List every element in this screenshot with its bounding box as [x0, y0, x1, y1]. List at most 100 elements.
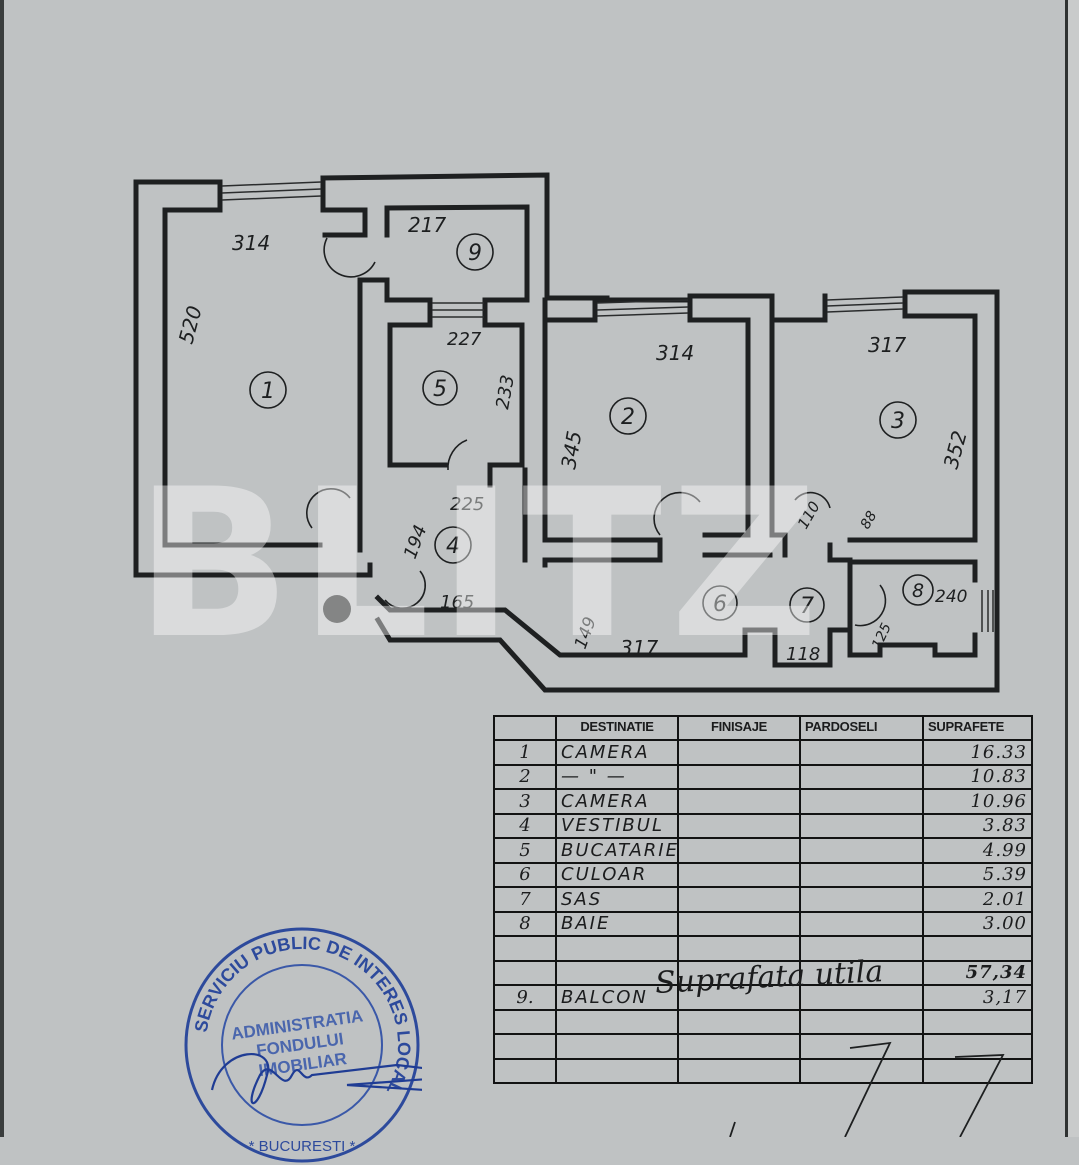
row-pardoseli [799, 812, 924, 839]
row-nr [493, 1008, 557, 1035]
dimension-label: 118 [786, 644, 820, 665]
room-number: 1 [261, 379, 275, 404]
row-nr [493, 935, 557, 962]
room-number: 5 [433, 377, 447, 402]
dimension-label: 225 [450, 494, 484, 515]
row-nr: 3 [493, 788, 557, 815]
row-pardoseli [799, 763, 924, 790]
dimension-label: 88 [858, 508, 881, 532]
room-number: 4 [446, 534, 460, 559]
row-finisaje [677, 861, 801, 888]
table-row [493, 1008, 1033, 1035]
row-destinatie: CAMERA [555, 788, 679, 815]
row-nr: 5 [493, 837, 557, 864]
row-destinatie: VESTIBUL [555, 812, 679, 839]
dimension-label: 217 [408, 213, 446, 237]
row-finisaje [677, 837, 801, 864]
row-destinatie [555, 1057, 679, 1084]
row-suprafete: 10.83 [922, 763, 1033, 790]
dimension-label: 165 [440, 592, 474, 613]
row-finisaje [677, 886, 801, 913]
header-destinatie: DESTINATIE [555, 715, 679, 741]
total-area-value: 57,34 [922, 959, 1033, 986]
row-destinatie [555, 959, 679, 986]
row-suprafete: 3.83 [922, 812, 1033, 839]
row-finisaje [677, 763, 801, 790]
row-nr: 6 [493, 861, 557, 888]
row-suprafete: 2.01 [922, 886, 1033, 913]
row-destinatie: CAMERA [555, 739, 679, 766]
row-suprafete: 4.99 [922, 837, 1033, 864]
row-destinatie [555, 935, 679, 962]
official-stamp: SERVICIU PUBLIC DE INTERES LOCAL * BUCUR… [184, 927, 422, 1163]
dimension-label: 352 [939, 428, 972, 471]
row-nr [493, 1033, 557, 1060]
table-row: 2— " — 10.83 [493, 763, 1033, 790]
row-suprafete [922, 935, 1033, 962]
dimension-label: 227 [447, 329, 482, 350]
row-nr: 2 [493, 763, 557, 790]
table-row [493, 935, 1033, 962]
row-nr [493, 959, 557, 986]
floor-plan-drawing: 1 2 3 4 5 6 7 8 9 314 520 314 345 317 35… [133, 172, 1000, 693]
dimension-label: 520 [174, 303, 207, 346]
room-number: 9 [468, 241, 482, 266]
row-suprafete: 16.33 [922, 739, 1033, 766]
dimension-label: 149 [571, 614, 601, 651]
row-destinatie: — " — [555, 763, 679, 790]
row-suprafete: 10.96 [922, 788, 1033, 815]
row-finisaje [677, 910, 801, 937]
table-row [493, 1057, 1033, 1084]
row-destinatie [555, 1033, 679, 1060]
room-number: 3 [891, 409, 905, 434]
dimension-label: 314 [656, 341, 694, 365]
row-suprafete [922, 1033, 1033, 1060]
shaft-icon [323, 595, 351, 623]
dimension-label: 317 [868, 333, 906, 357]
row-pardoseli [799, 1033, 924, 1060]
row-pardoseli [799, 1057, 924, 1084]
row-destinatie [555, 1008, 679, 1035]
dimension-label: 314 [232, 231, 270, 255]
row-suprafete: 5.39 [922, 861, 1033, 888]
row-finisaje [677, 1008, 801, 1035]
row-pardoseli [799, 739, 924, 766]
dimension-label: 240 [935, 587, 967, 607]
row-pardoseli [799, 837, 924, 864]
row-finisaje [677, 1033, 801, 1060]
row-pardoseli [799, 861, 924, 888]
dimension-label: 194 [400, 522, 431, 561]
dimension-label: 110 [794, 498, 824, 532]
row-destinatie: BAIE [555, 910, 679, 937]
row-nr: 4 [493, 812, 557, 839]
row-finisaje [677, 788, 801, 815]
row-finisaje [677, 935, 801, 962]
row-pardoseli [799, 910, 924, 937]
room-number: 8 [912, 580, 924, 602]
row-destinatie: SAS [555, 886, 679, 913]
dimension-label: 233 [492, 373, 519, 410]
page-right-margin [1068, 0, 1079, 1137]
row-suprafete [922, 1008, 1033, 1035]
page-right-edge [1065, 0, 1068, 1137]
page-left-edge [0, 0, 4, 1137]
room-number: 6 [713, 592, 727, 617]
row-nr: 1 [493, 739, 557, 766]
row-pardoseli [799, 959, 924, 986]
table-row: 57,34 [493, 959, 1033, 986]
row-pardoseli [799, 1008, 924, 1035]
row-suprafete: 3,17 [922, 984, 1033, 1011]
table-header-row: DESTINATIE FINISAJE PARDOSELI SUPRAFETE [493, 715, 1033, 741]
row-nr: 9. [493, 984, 557, 1011]
room-legend-table: DESTINATIE FINISAJE PARDOSELI SUPRAFETE … [493, 715, 1033, 1084]
header-pardoseli: PARDOSELI [799, 715, 924, 741]
row-suprafete [922, 1057, 1033, 1084]
table-row [493, 1033, 1033, 1060]
row-finisaje [677, 812, 801, 839]
dimension-label: 345 [556, 429, 586, 471]
row-destinatie: BUCATARIE [555, 837, 679, 864]
